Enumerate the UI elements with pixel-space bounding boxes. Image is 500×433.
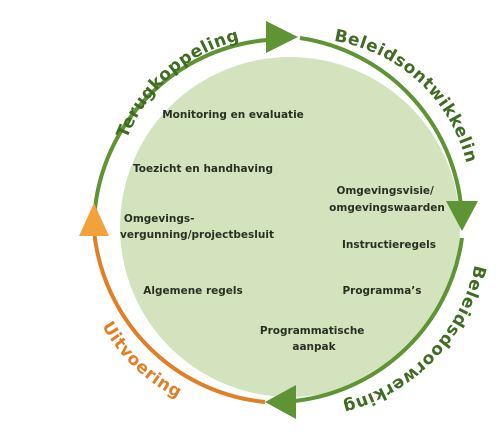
execution-segment [92, 229, 266, 404]
policy-implementation-segment [279, 237, 464, 404]
arrow-down-icon [446, 201, 478, 231]
feedback-segment [92, 38, 268, 223]
item-algemene-regels: Algemene regels [143, 285, 242, 297]
item-toezicht: Toezicht en handhaving [133, 163, 273, 175]
item-monitoring: Monitoring en evaluatie [162, 109, 304, 121]
item-omgevingsvergunning: Omgevings- vergunning/projectbesluit [120, 213, 274, 241]
item-programmatische-aanpak: Programmatische aanpak [260, 325, 368, 353]
item-omgevingsvisie: Omgevingsvisie/ omgevingswaarden [329, 185, 445, 214]
central-disc [120, 57, 460, 397]
arrow-right-icon [266, 21, 298, 53]
item-programmas: Programma’s [342, 285, 421, 297]
arrow-left-icon [265, 385, 296, 419]
item-instructieregels: Instructieregels [342, 239, 436, 251]
arrow-up-icon [79, 203, 109, 236]
policy-development-segment [299, 36, 464, 221]
